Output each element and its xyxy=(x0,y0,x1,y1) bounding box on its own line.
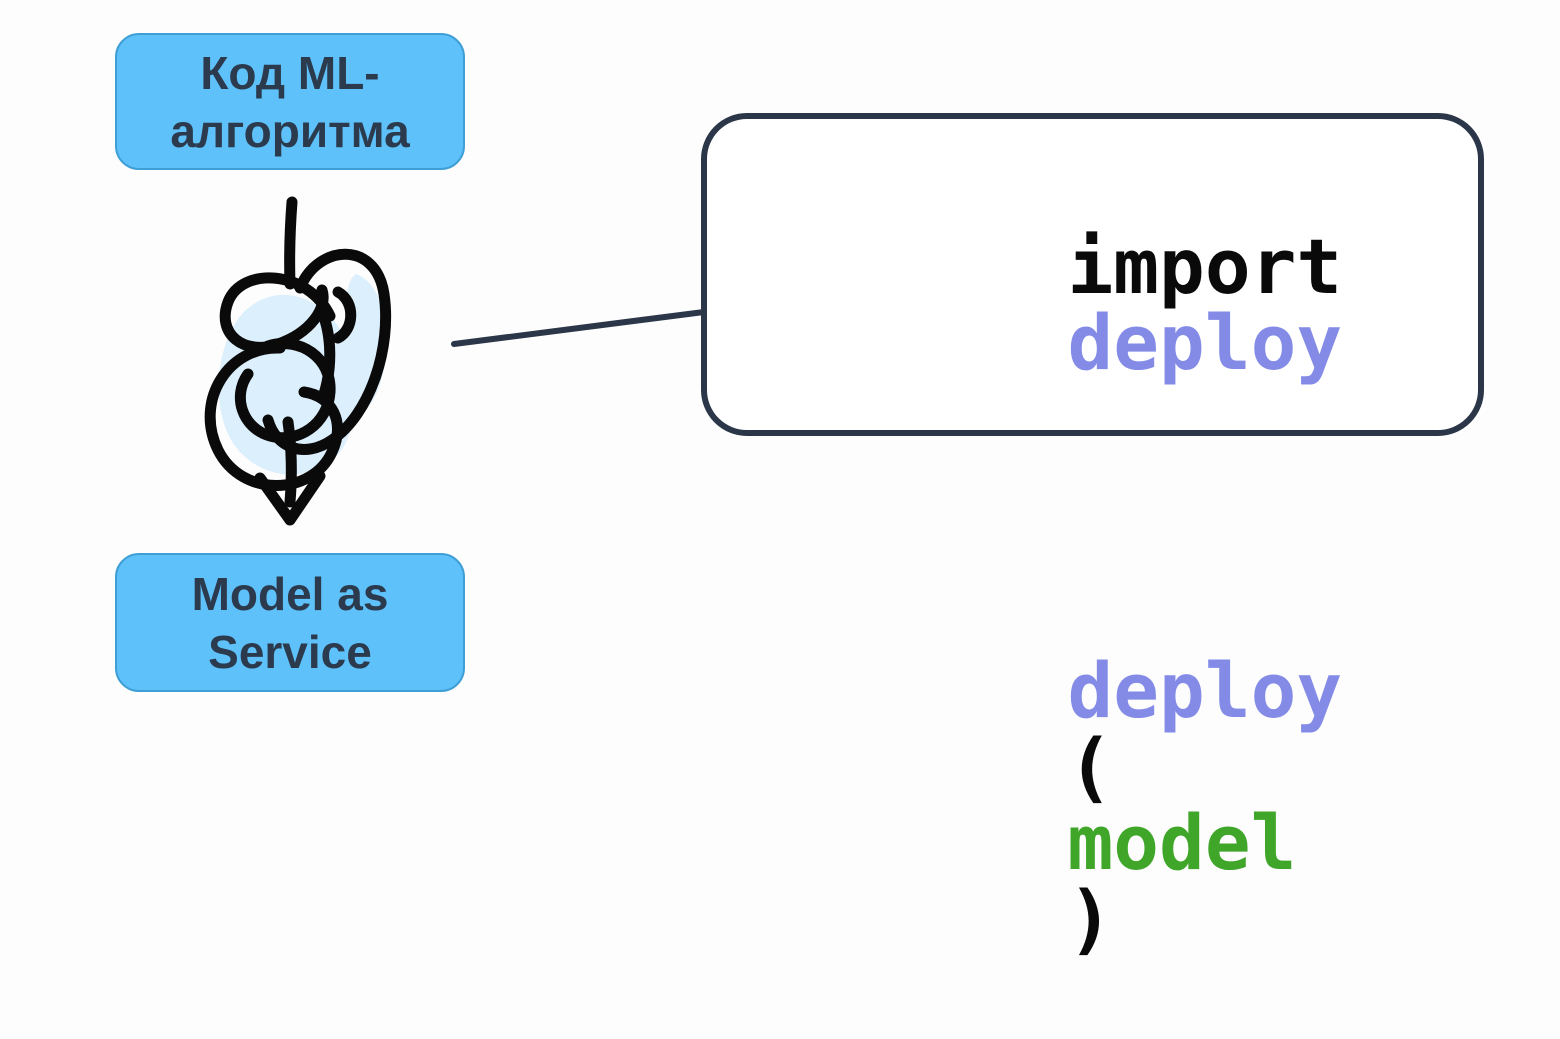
code-token-import: import xyxy=(1067,222,1388,311)
down-arrow-icon xyxy=(254,196,326,526)
tangle-scribble-icon xyxy=(180,196,400,544)
model-as-service-label-line1: Model as xyxy=(191,567,389,620)
code-line-import: import deploy xyxy=(793,153,1478,457)
code-line-deploy-call: deploy ( model ) xyxy=(793,577,1478,1033)
ml-code-box-label-line2: алгоритма xyxy=(170,104,410,157)
diagram-canvas: Код ML- алгоритма xyxy=(115,33,1484,957)
tangle-loops xyxy=(204,248,392,491)
code-bubble: import deploy deploy ( model ) xyxy=(701,113,1484,957)
model-as-service-label-line2: Service xyxy=(208,625,372,678)
connector-line-svg xyxy=(451,309,707,347)
model-as-service-box: Model as Service xyxy=(115,553,465,692)
ml-code-box-label-line1: Код ML- xyxy=(200,46,380,99)
ml-code-box: Код ML- алгоритма xyxy=(115,33,465,170)
code-token-deploy-call: deploy xyxy=(1067,646,1343,735)
tangle-scribble-svg xyxy=(204,196,392,526)
connector-line xyxy=(448,300,710,352)
code-token-deploy-module: deploy xyxy=(1067,298,1343,387)
code-token-close-paren: ) xyxy=(1067,874,1114,963)
